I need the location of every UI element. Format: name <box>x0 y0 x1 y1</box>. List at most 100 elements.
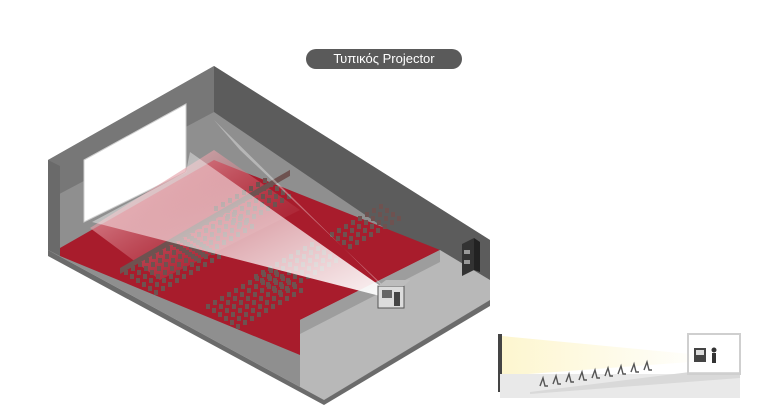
side-projector-icon <box>694 348 706 362</box>
seat <box>185 250 189 255</box>
seat <box>176 270 180 275</box>
seat <box>377 220 381 225</box>
seat <box>372 208 376 213</box>
seat <box>272 296 276 301</box>
seat <box>357 224 361 229</box>
projector-icon <box>377 280 410 309</box>
seat <box>247 288 251 293</box>
seat <box>251 308 255 313</box>
seat <box>237 316 241 321</box>
seat <box>179 246 183 251</box>
seat <box>204 254 208 259</box>
seat <box>267 198 271 203</box>
seat <box>299 278 303 283</box>
seat <box>206 304 210 309</box>
seat <box>344 224 348 229</box>
mode-label: Τυπικός Projector <box>306 49 462 69</box>
seat <box>217 254 221 259</box>
seat <box>274 270 278 275</box>
seat <box>336 236 340 241</box>
seat <box>172 250 176 255</box>
seat <box>142 282 146 287</box>
seat <box>278 300 282 305</box>
seat <box>358 216 362 221</box>
seat <box>343 232 347 237</box>
seat <box>182 274 186 279</box>
back-wall <box>214 66 490 300</box>
seat <box>231 312 235 317</box>
seat <box>272 286 276 291</box>
seat <box>210 258 214 263</box>
seat <box>176 244 180 249</box>
seat <box>188 252 192 257</box>
seat <box>219 304 223 309</box>
seat <box>190 262 194 267</box>
seat <box>246 296 250 301</box>
seat <box>241 284 245 289</box>
seat <box>397 216 401 221</box>
seat <box>197 258 201 263</box>
seat <box>124 270 128 275</box>
seat <box>238 308 242 313</box>
seat <box>244 312 248 317</box>
seat <box>155 282 159 287</box>
seat <box>198 250 202 255</box>
seat <box>161 286 165 291</box>
seat <box>156 274 160 279</box>
seat <box>192 246 196 251</box>
seat <box>218 312 222 317</box>
seat <box>234 288 238 293</box>
seat <box>369 232 373 237</box>
seat <box>164 262 168 267</box>
seat <box>286 278 290 283</box>
seat <box>230 320 234 325</box>
speaker-cabinet-icon <box>462 238 480 276</box>
side-beam <box>502 336 690 376</box>
seat <box>240 292 244 297</box>
seat <box>243 320 247 325</box>
seat <box>194 256 198 261</box>
side-seat <box>604 365 613 377</box>
seat <box>365 212 369 217</box>
side-section-diagram <box>498 333 741 398</box>
seat <box>232 304 236 309</box>
seat <box>254 274 258 279</box>
seat <box>137 270 141 275</box>
operator-figure-icon <box>711 347 717 363</box>
seat <box>260 278 264 283</box>
seat <box>364 220 368 225</box>
seat <box>285 286 289 291</box>
seat <box>148 286 152 291</box>
seat <box>271 304 275 309</box>
seat <box>263 178 267 183</box>
seat <box>154 290 158 295</box>
seat <box>168 282 172 287</box>
seat <box>130 274 134 279</box>
seat <box>245 304 249 309</box>
seat <box>350 228 354 233</box>
seat <box>158 258 162 263</box>
theater-isometric <box>48 66 490 405</box>
seat <box>264 308 268 313</box>
seat <box>363 228 367 233</box>
seat <box>262 186 266 191</box>
seat <box>138 262 142 267</box>
seat <box>254 284 258 289</box>
seat <box>196 266 200 271</box>
seat <box>250 316 254 321</box>
side-seat <box>539 375 548 387</box>
seat <box>144 266 148 271</box>
seat <box>371 216 375 221</box>
side-seat <box>591 367 600 379</box>
seat <box>280 198 284 203</box>
seat <box>253 292 257 297</box>
seat <box>182 248 186 253</box>
projection-platform <box>300 250 490 400</box>
seat <box>170 266 174 271</box>
seat <box>280 274 284 279</box>
seat <box>292 282 296 287</box>
seat <box>384 216 388 221</box>
seat <box>151 262 155 267</box>
seat <box>150 270 154 275</box>
seat <box>131 266 135 271</box>
